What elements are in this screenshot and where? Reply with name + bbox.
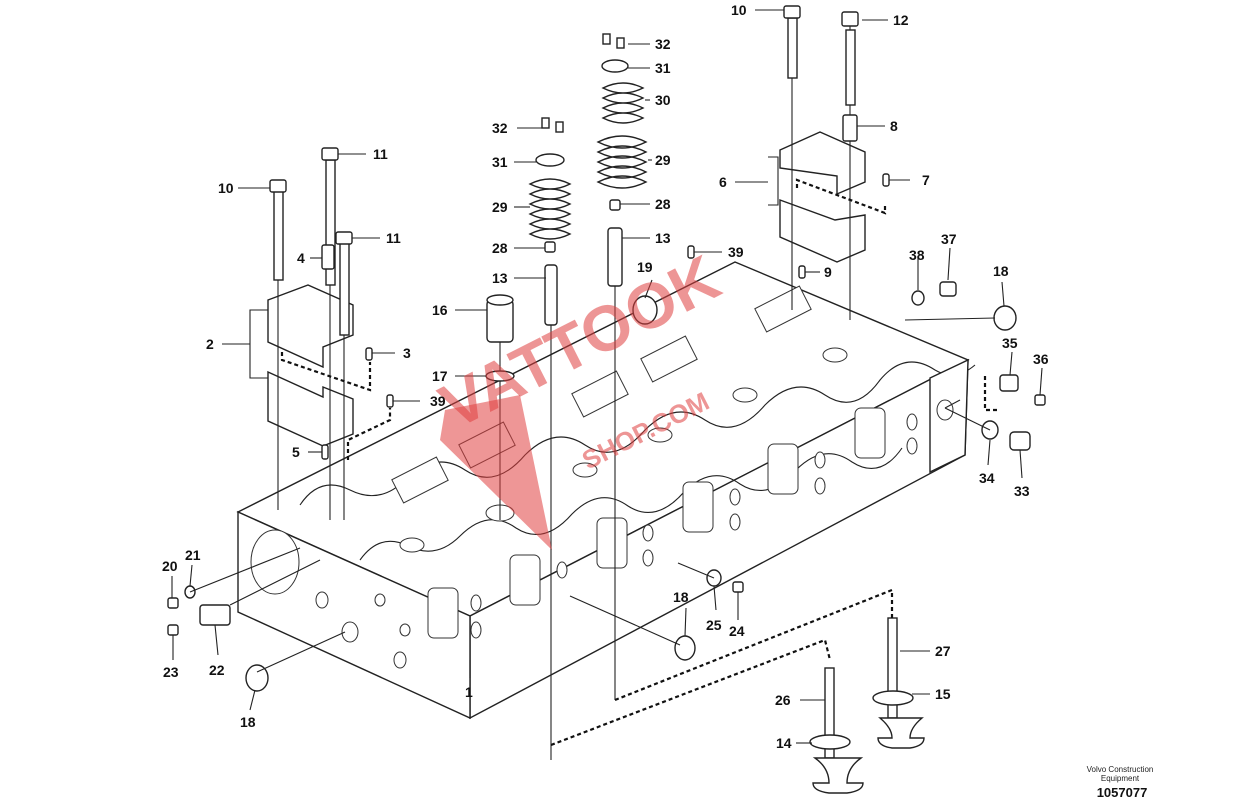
valve-guide-line-27 [614, 588, 894, 702]
callout-29-center: 29 [492, 199, 508, 215]
document-number: 1057077 [1096, 785, 1148, 800]
callout-37: 37 [941, 231, 957, 247]
callout-13-center: 13 [492, 270, 508, 286]
callout-9: 9 [824, 264, 832, 280]
callout-5: 5 [292, 444, 300, 460]
callout-16: 16 [432, 302, 448, 318]
callout-18-center: 18 [673, 589, 689, 605]
callout-20: 20 [162, 558, 178, 574]
callout-31-center: 31 [492, 154, 508, 170]
callout-4: 4 [297, 250, 305, 266]
leader-lines [171, 9, 1043, 744]
callout-1: 1 [465, 684, 473, 700]
callout-29-right: 29 [655, 152, 671, 168]
callout-3: 3 [403, 345, 411, 361]
callout-18-left: 18 [240, 714, 256, 730]
callout-31-right: 31 [655, 60, 671, 76]
callout-28-center: 28 [492, 240, 508, 256]
callout-10-left: 10 [218, 180, 234, 196]
callout-32-center: 32 [492, 120, 508, 136]
exhaust-valve [872, 617, 925, 749]
callout-39-right: 39 [728, 244, 744, 260]
callout-21: 21 [185, 547, 201, 563]
callout-8: 8 [890, 118, 898, 134]
callout-27: 27 [935, 643, 951, 659]
callout-15: 15 [935, 686, 951, 702]
camshaft-bearing-cap-right [687, 5, 890, 320]
callout-12: 12 [893, 12, 909, 28]
side-fittings [167, 281, 1046, 692]
callout-39-left: 39 [430, 393, 446, 409]
callout-17: 17 [432, 368, 448, 384]
callout-23: 23 [163, 664, 179, 680]
brand-line-2: Equipment [1100, 774, 1140, 783]
brand-line-1: Volvo Construction [1086, 765, 1154, 774]
brand-caption: Volvo Construction Equipment [1060, 765, 1180, 783]
callout-30: 30 [655, 92, 671, 108]
callout-11-mid: 11 [386, 230, 401, 246]
callout-14: 14 [776, 735, 792, 751]
valve-train-stack-right [596, 33, 658, 700]
intake-valve [809, 667, 864, 794]
callout-26: 26 [775, 692, 791, 708]
callout-34: 34 [979, 470, 995, 486]
callout-19: 19 [637, 259, 653, 275]
callout-18-right: 18 [993, 263, 1009, 279]
callout-24: 24 [729, 623, 745, 639]
callout-2: 2 [206, 336, 214, 352]
callout-35: 35 [1002, 335, 1018, 351]
callout-25: 25 [706, 617, 722, 633]
callout-13-right: 13 [655, 230, 671, 246]
callout-labels: 1 2 3 4 5 6 7 8 9 10 10 11 11 12 13 13 1… [162, 2, 1049, 751]
camshaft-bearing-cap-left [267, 147, 394, 520]
callout-11-top: 11 [373, 146, 388, 162]
callout-36: 36 [1033, 351, 1049, 367]
callout-33: 33 [1014, 483, 1030, 499]
callout-7: 7 [922, 172, 930, 188]
callout-6: 6 [719, 174, 727, 190]
callout-38: 38 [909, 247, 925, 263]
callout-32-right: 32 [655, 36, 671, 52]
callout-22: 22 [209, 662, 225, 678]
callout-28-right: 28 [655, 196, 671, 212]
callout-10-top: 10 [731, 2, 747, 18]
